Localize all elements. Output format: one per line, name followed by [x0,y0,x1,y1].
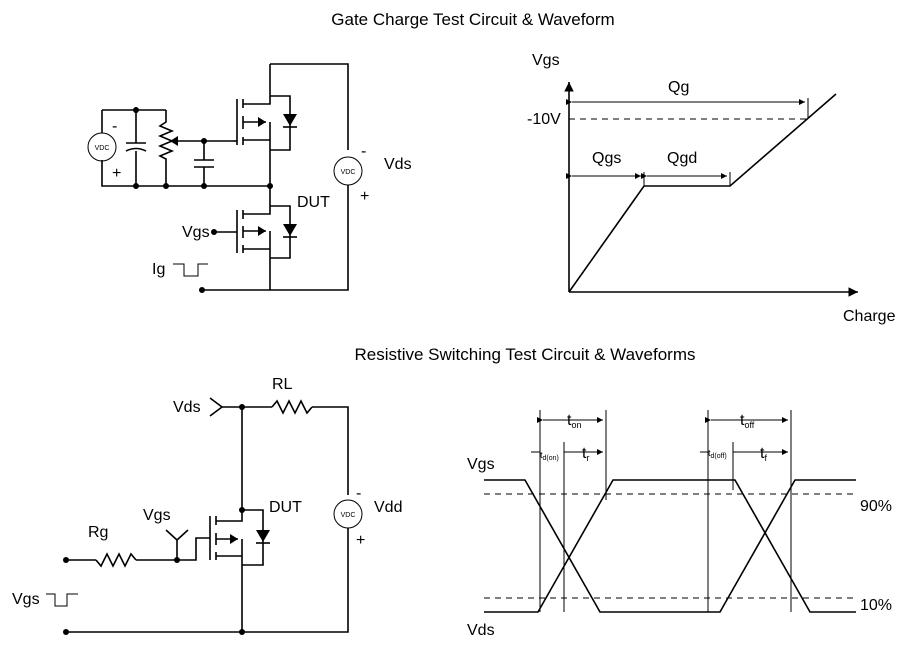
svg-text:VDC: VDC [341,512,356,519]
vgs-waveform [484,479,856,613]
vgs-probe-label: Vgs [143,507,171,524]
source-plus: + [112,165,121,182]
label-90: 90% [860,498,892,515]
dut-mosfet [214,186,297,290]
dc-source-left: VDC [87,132,117,162]
tr-sub: r [586,453,589,463]
vds-waveform [484,479,856,613]
level-label: -10V [527,111,561,128]
bulk-capacitor [125,110,147,186]
ton-t: t [567,412,572,429]
tr-t: t [582,445,587,462]
rl-label: RL [272,376,293,393]
svg-text:td(off): td(off) [708,448,727,460]
svg-text:toff: toff [740,412,755,430]
charge-axis-label: Charge [843,308,896,325]
toff-sub: off [744,420,754,430]
vgs-pulse-label: Vgs [12,591,40,608]
upper-mosfet [236,64,297,186]
vdd-minus: - [356,485,361,502]
switching-waveforms: Vgs Vds 90% 10% ton toff td(on) td(off) … [467,410,892,639]
svg-text:ton: ton [567,412,581,430]
tdoff-t: t [708,448,711,458]
vds-label: Vds [384,156,412,173]
ig-label: Ig [152,261,165,278]
tdoff-sub: d(off) [711,453,727,460]
ton-sub: on [571,420,581,430]
vds-minus: - [361,143,366,160]
vdd-source: VDC [333,499,363,529]
svg-text:tr: tr [582,445,589,463]
tdon-sub: d(on) [543,455,559,462]
qg-label: Qg [668,79,689,96]
potentiometer [157,110,233,186]
vgs-label: Vgs [182,224,210,241]
vgs-probe [165,529,189,560]
tdon-t: t [540,450,543,460]
vdd-plus: + [356,532,365,549]
toff-t: t [740,412,745,429]
gate-charge-title: Gate Charge Test Circuit & Waveform [331,10,614,29]
vds-label-2: Vds [173,399,201,416]
source-minus: - [112,118,117,135]
resistive-circuit: Vds RL VDC - Vdd + [12,376,402,635]
qgd-label: Qgd [667,150,697,167]
gate-capacitor [194,141,214,186]
label-10: 10% [860,597,892,614]
svg-text:td(on): td(on) [540,450,559,462]
vgs-axis-label: Vgs [532,52,560,69]
ig-pulse [173,263,208,277]
vds-wave-label: Vds [467,622,495,639]
tf-sub: f [764,453,767,463]
rg-resistor [95,552,137,568]
dut-label: DUT [297,194,330,211]
qgs-label: Qgs [592,150,621,167]
vdd-label: Vdd [374,499,402,516]
dut-label-2: DUT [269,499,302,516]
vgs-pulse [46,593,78,607]
gate-charge-curve [568,93,837,293]
vds-source: VDC [333,156,363,186]
vgs-wave-label: Vgs [467,456,495,473]
rg-label: Rg [88,524,108,541]
svg-text:tf: tf [760,445,767,463]
vds-probe [209,397,224,417]
gate-charge-circuit: VDC - Vds + [87,63,412,293]
svg-text:VDC: VDC [341,169,356,176]
vds-plus: + [360,188,369,205]
svg-text:VDC: VDC [95,145,110,152]
tf-t: t [760,445,765,462]
dut-mosfet-2 [209,509,270,632]
rl-resistor [271,399,313,415]
gate-charge-waveform: Vgs Charge -10V Qg Qgs Qgd [527,52,896,325]
resistive-switching-title: Resistive Switching Test Circuit & Wavef… [354,345,695,364]
